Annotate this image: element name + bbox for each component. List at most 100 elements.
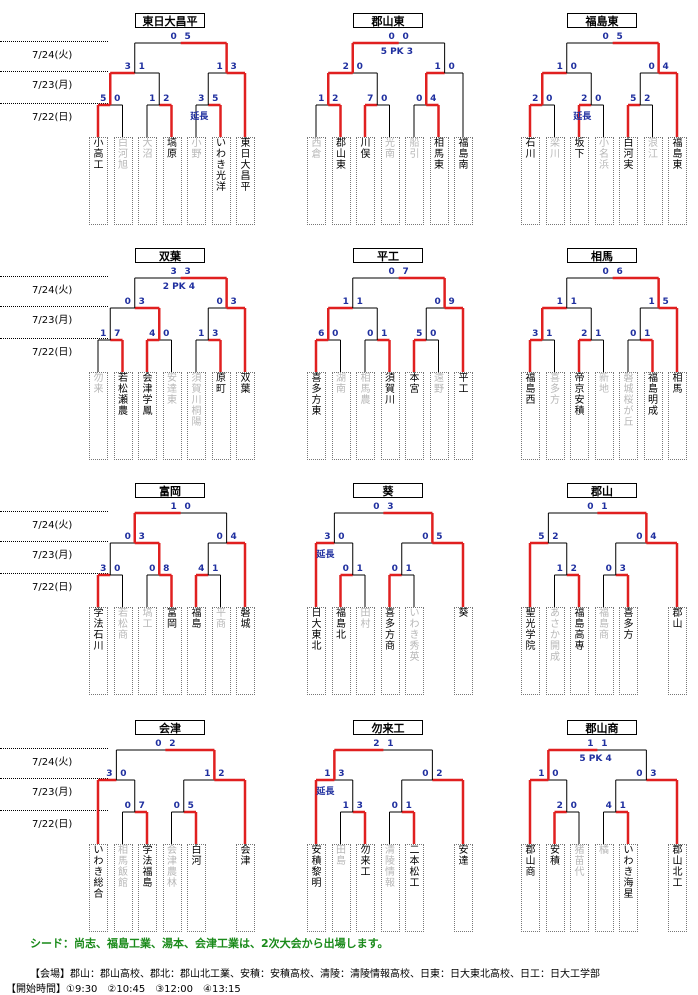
score-label: 1 [595,329,602,339]
score-label: 1 [356,564,363,574]
score-label: 0 [605,564,612,574]
team-box: 郡山 [668,607,687,695]
team-box: 清陵情報 [380,844,400,932]
team-box: 湖南 [331,372,351,460]
score-label: 3 [387,502,394,512]
score-label: 4 [149,329,156,339]
score-label: 8 [163,564,170,574]
score-label: 2 [644,94,651,104]
bracket-winner-title: 相馬 [567,248,637,263]
bracket-lines [528,41,679,137]
team-box: 平工 [454,372,473,460]
team-box: 会津 [236,844,255,932]
score-label: 1 [601,502,608,512]
score-label: 1 [149,94,156,104]
score-label: 3 [230,62,237,72]
score-label: 0 [114,94,121,104]
score-label: 3 [338,769,345,779]
team-box: 郡山北工 [668,844,687,932]
score-label: 5 [616,32,623,42]
date-label: 7/22(日) [32,582,73,593]
score-label: 0 [636,769,643,779]
team-box: 相馬農 [356,372,375,460]
bracket-lines [528,511,679,607]
score-label: 0 [552,769,559,779]
team-box: 塙工 [138,607,157,695]
team-box: 光南 [380,137,400,225]
date-label: 7/22(日) [32,112,73,123]
date-label: 7/23(月) [32,315,73,326]
score-label: 3 [124,62,131,72]
bracket-lines [315,41,464,137]
score-label: 5 [538,532,545,542]
bracket-winner-title: 富岡 [135,483,205,498]
date-divider [0,338,108,339]
score-label: 0 [155,739,162,749]
score-label: 0 [124,801,131,811]
date-divider [0,71,108,72]
team-box: 安達東 [162,372,182,460]
team-box: いわき秀英 [405,607,424,695]
score-label: 3 [650,769,657,779]
team-box: あさか開成 [545,607,565,695]
team-box: 安達 [454,844,473,932]
date-column: 7/24(火)7/23(月)7/22(日) [0,240,116,460]
bracket-winner-title: 郡山 [567,483,637,498]
date-divider [0,573,108,574]
score-label: 3 [356,801,363,811]
team-box: 安積 [545,844,565,932]
score-label: 4 [198,564,205,574]
score-label: 0 [216,532,223,542]
bracket-lines [314,748,465,844]
bracket-lines [314,511,465,607]
score-label: 1 [556,564,563,574]
team-box: 小名浜 [594,137,614,225]
date-label: 7/24(火) [32,285,73,296]
score-label: 7 [138,801,145,811]
team-box: 福島西 [521,372,540,460]
team-box: 大沼 [138,137,157,225]
team-box: 喜多方東 [307,372,326,460]
team-box: 日大東北 [307,607,326,695]
team-box: 原町 [211,372,231,460]
score-label: 1 [601,739,608,749]
team-box: 葵 [454,607,473,695]
team-box: いわき総合 [89,844,108,932]
score-label: 0 [422,769,429,779]
score-label: 1 [212,564,219,574]
team-box: 学法石川 [89,607,108,695]
score-label: 9 [448,297,455,307]
score-label: 5 [630,94,637,104]
team-box: 梁川 [545,137,565,225]
score-label: 6 [616,267,623,277]
team-box: 学法福島 [138,844,157,932]
score-label: 0 [170,32,177,42]
score-label: 3 [230,297,237,307]
score-label: 1 [324,769,331,779]
score-label: 1 [648,297,655,307]
team-box: 平商 [211,607,231,695]
team-box: 須賀川桐陽 [187,372,206,460]
score-label: 0 [636,532,643,542]
score-label: 0 [338,532,345,542]
score-label: 1 [619,801,626,811]
score-label: 1 [538,769,545,779]
score-label: 0 [630,329,637,339]
score-label: 1 [387,739,394,749]
score-label: 0 [173,801,180,811]
score-label: 0 [149,564,156,574]
team-box: 喜多方 [619,607,638,695]
score-label: 1 [405,564,412,574]
team-box: 石川 [521,137,540,225]
team-box: 聖光学院 [521,607,540,695]
team-box: 坂下 [570,137,589,225]
bracket-winner-title: 勿来工 [353,720,423,735]
team-box: 郡山東 [331,137,351,225]
score-label: 0 [434,297,441,307]
